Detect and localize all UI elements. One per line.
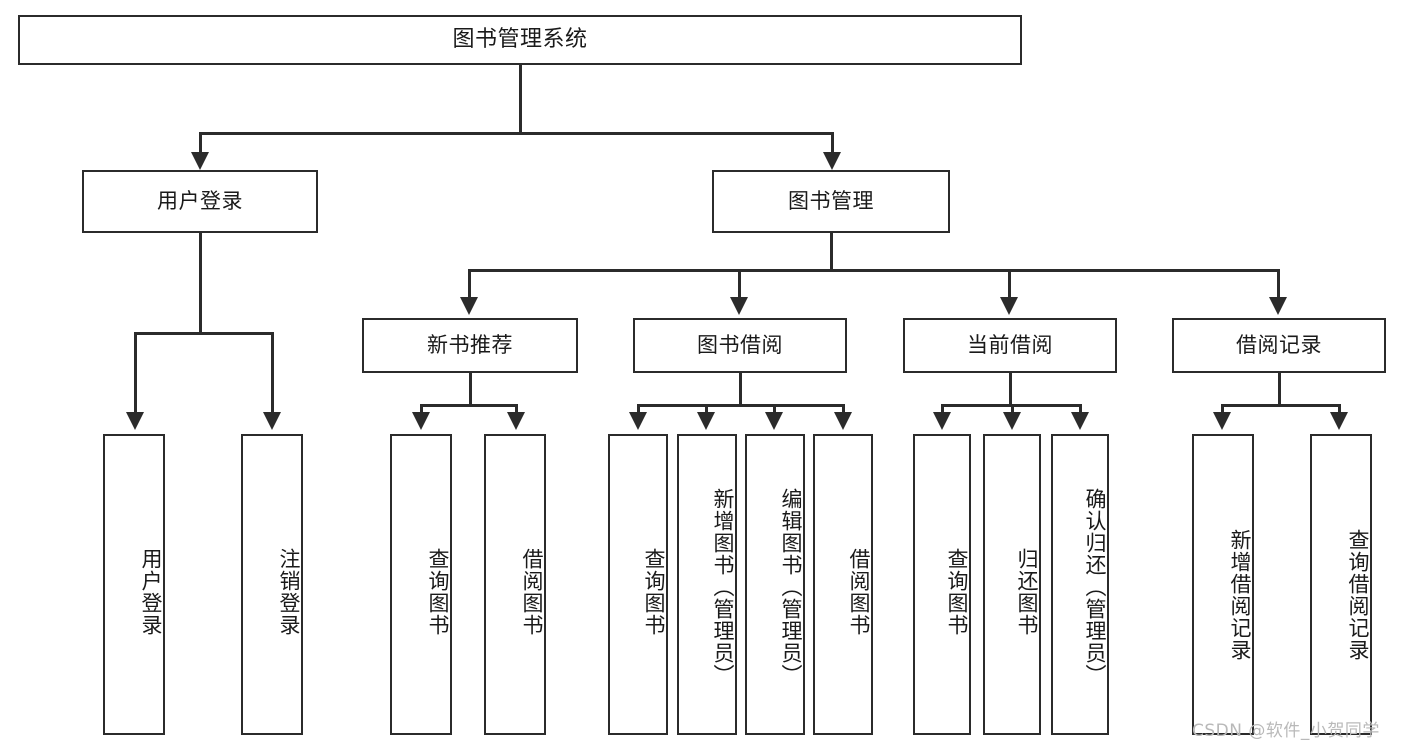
edge-new-book-branch-2: [515, 404, 518, 414]
node-label: 查询图书: [945, 547, 969, 636]
node-label: 用户登录: [157, 188, 243, 213]
edge-book-borrow-bus: [637, 404, 845, 407]
arrow-to-leaf-query-book-3: [933, 412, 951, 430]
arrow-to-leaf-user-login: [126, 412, 144, 430]
edge-book-management-stem: [830, 233, 833, 271]
edge-new-book-branch-1: [420, 404, 423, 414]
arrow-to-leaf-return-book: [1003, 412, 1021, 430]
arrow-to-leaf-borrow-book-1: [507, 412, 525, 430]
node-label: 图书管理系统: [452, 26, 588, 52]
edge-book-borrow-branch-2: [705, 404, 708, 414]
arrow-to-borrow-record: [1269, 297, 1287, 315]
arrow-to-leaf-edit-book-admin: [765, 412, 783, 430]
arrow-to-leaf-borrow-book-2: [834, 412, 852, 430]
node-label: 图书管理: [788, 188, 874, 213]
node-leaf-query-record[interactable]: 查询借阅记录: [1310, 434, 1372, 735]
node-label: 注销登录: [277, 547, 301, 636]
node-leaf-add-book-admin[interactable]: 新增图书（管理员）: [677, 434, 737, 735]
arrow-to-leaf-query-book-1: [412, 412, 430, 430]
node-leaf-query-book-3[interactable]: 查询图书: [913, 434, 971, 735]
node-leaf-edit-book-admin[interactable]: 编辑图书（管理员）: [745, 434, 805, 735]
node-leaf-user-logout[interactable]: 注销登录: [241, 434, 303, 735]
node-leaf-return-book[interactable]: 归还图书: [983, 434, 1041, 735]
node-leaf-query-book-2[interactable]: 查询图书: [608, 434, 668, 735]
edge-book-borrow-stem: [739, 373, 742, 406]
edge-user-login-branch-2: [271, 332, 274, 414]
node-label: 新书推荐: [427, 332, 513, 357]
arrow-to-leaf-query-record: [1330, 412, 1348, 430]
node-label: 确认归还（管理员）: [1083, 487, 1107, 686]
node-label: 借阅图书: [520, 547, 544, 636]
arrow-to-new-book-recommend: [460, 297, 478, 315]
edge-current-borrow-branch-2: [1011, 404, 1014, 414]
node-label: 新增借阅记录: [1228, 528, 1252, 661]
edge-root-bus: [199, 132, 833, 135]
node-leaf-add-record[interactable]: 新增借阅记录: [1192, 434, 1254, 735]
node-label: 图书借阅: [697, 332, 783, 357]
node-label: 借阅图书: [847, 547, 871, 636]
node-label: 新增图书（管理员）: [711, 487, 735, 686]
edge-book-borrow-branch-3: [773, 404, 776, 414]
edge-user-login-stem: [199, 233, 202, 334]
node-label: 编辑图书（管理员）: [779, 487, 803, 686]
edge-current-borrow-branch-3: [1079, 404, 1082, 414]
edge-bm-branch-new-book: [468, 269, 471, 299]
edge-new-book-bus: [420, 404, 518, 407]
node-label: 查询图书: [426, 547, 450, 636]
edge-new-book-stem: [469, 373, 472, 406]
edge-user-login-branch-1: [134, 332, 137, 414]
arrow-to-leaf-add-record: [1213, 412, 1231, 430]
node-leaf-borrow-book-1[interactable]: 借阅图书: [484, 434, 546, 735]
arrow-to-leaf-confirm-return: [1071, 412, 1089, 430]
edge-borrow-record-branch-1: [1221, 404, 1224, 414]
node-user-login[interactable]: 用户登录: [82, 170, 318, 233]
edge-bm-branch-current-borrow: [1008, 269, 1011, 299]
arrow-to-book-borrow: [730, 297, 748, 315]
edge-book-borrow-branch-4: [842, 404, 845, 414]
edge-user-login-bus: [134, 332, 274, 335]
arrow-to-current-borrow: [1000, 297, 1018, 315]
edge-root-to-book-management: [831, 132, 834, 154]
arrow-to-leaf-query-book-2: [629, 412, 647, 430]
node-leaf-borrow-book-2[interactable]: 借阅图书: [813, 434, 873, 735]
node-label: 归还图书: [1015, 547, 1039, 636]
edge-bm-branch-borrow-record: [1277, 269, 1280, 299]
edge-borrow-record-branch-2: [1338, 404, 1341, 414]
edge-borrow-record-stem: [1278, 373, 1281, 406]
node-current-borrow[interactable]: 当前借阅: [903, 318, 1117, 373]
node-label: 借阅记录: [1236, 332, 1322, 357]
node-leaf-confirm-return[interactable]: 确认归还（管理员）: [1051, 434, 1109, 735]
edge-root-to-user-login: [199, 132, 202, 154]
edge-current-borrow-branch-1: [941, 404, 944, 414]
node-label: 用户登录: [139, 547, 163, 636]
arrow-to-leaf-user-logout: [263, 412, 281, 430]
node-leaf-user-login[interactable]: 用户登录: [103, 434, 165, 735]
node-leaf-query-book-1[interactable]: 查询图书: [390, 434, 452, 735]
node-borrow-record[interactable]: 借阅记录: [1172, 318, 1386, 373]
node-book-borrow[interactable]: 图书借阅: [633, 318, 847, 373]
edge-current-borrow-stem: [1009, 373, 1012, 406]
node-book-management[interactable]: 图书管理: [712, 170, 950, 233]
edge-borrow-record-bus: [1221, 404, 1341, 407]
edge-bm-branch-book-borrow: [738, 269, 741, 299]
node-root-book-management-system[interactable]: 图书管理系统: [18, 15, 1022, 65]
edge-book-management-bus: [468, 269, 1278, 272]
edge-root-stem: [519, 65, 522, 134]
node-label: 查询图书: [642, 547, 666, 636]
arrow-to-user-login: [191, 152, 209, 170]
node-new-book-recommend[interactable]: 新书推荐: [362, 318, 578, 373]
edge-book-borrow-branch-1: [637, 404, 640, 414]
arrow-to-book-management: [823, 152, 841, 170]
node-label: 查询借阅记录: [1346, 528, 1370, 661]
arrow-to-leaf-add-book-admin: [697, 412, 715, 430]
node-label: 当前借阅: [967, 332, 1053, 357]
watermark-csdn: CSDN @软件_小贺同学: [1192, 721, 1380, 741]
